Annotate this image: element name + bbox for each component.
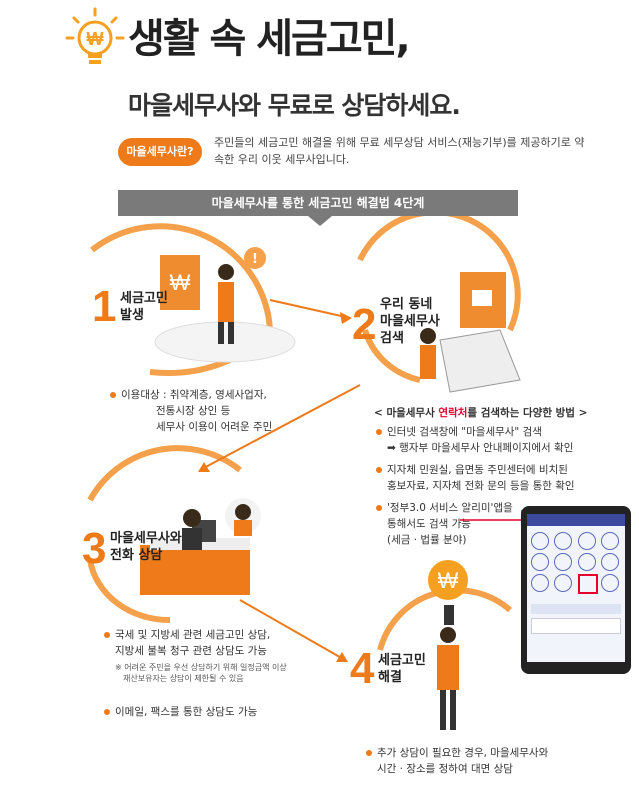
- step-3-extra-text: 이메일, 팩스를 통한 상담도 가능: [115, 706, 258, 718]
- step-3-note-line-1: ※ 어려운 주민을 우선 상담하기 위해 일정금액 이상: [115, 663, 287, 672]
- step-4-line-2: 시간 · 장소를 정하여 대면 상담: [377, 763, 513, 775]
- step-1-label: 세금고민 발생: [120, 291, 168, 323]
- app-tile-icon: [600, 553, 619, 571]
- search-method-3-line-2: 통해서도 검색 가능: [387, 518, 471, 530]
- search-method-3-line-3: (세금 · 법률 분야): [387, 534, 467, 546]
- svg-text:!: !: [252, 252, 258, 267]
- step-3-note-line-2: 재산보유자는 상담이 제한될 수 있음: [123, 674, 244, 683]
- intro-text: 주민들의 세금고민 해결을 위해 무료 세무상담 서비스(재능기부)를 제공하기…: [214, 136, 585, 166]
- page-title: 생활 속 세금고민,: [128, 16, 411, 62]
- bullet-dot: [376, 505, 382, 511]
- step-1-bullet: 이용대상 : 취약계층, 영세사업자, 전통시장 상인 등 세무사 이용이 어려…: [110, 387, 310, 435]
- bullet-dot: [110, 392, 116, 398]
- lightbulb-icon: ₩: [65, 7, 125, 64]
- search-heading-em: 연락처: [438, 407, 468, 419]
- step-2-label: 우리 동네 마을세무사 검색: [380, 297, 440, 346]
- search-method-2: 지자체 민원실, 읍면동 주민센터에 비치된 홍보자료, 지자체 전화 문의 등…: [376, 462, 631, 494]
- app-tile-icon: [531, 574, 549, 592]
- search-method-3: '정부3.0 서비스 알리미'앱을 통해서도 검색 가능 (세금 · 법률 분야…: [376, 500, 526, 548]
- svg-text:₩: ₩: [170, 270, 191, 295]
- svg-text:₩: ₩: [87, 29, 104, 49]
- app-tile-icon: [577, 553, 596, 571]
- search-heading-post: 를 검색하는 다양한 방법 >: [467, 407, 588, 419]
- step-1-bullet-line-1: 취약계층, 영세사업자,: [169, 389, 267, 401]
- svg-text:₩: ₩: [438, 568, 459, 593]
- page-subtitle: 마을세무사와 무료로 상담하세요.: [128, 91, 461, 120]
- phone-pointer-line: [460, 510, 523, 521]
- phone-screen: [527, 514, 625, 662]
- bullet-dot: [104, 632, 110, 638]
- steps-banner: 마을세무사를 통한 세금고민 해결법 4단계: [118, 190, 518, 216]
- search-methods-heading: < 마을세무사 연락처를 검색하는 다양한 방법 >: [374, 405, 634, 421]
- step-1-bullet-line-3: 세무사 이용이 어려운 주민: [156, 421, 273, 433]
- search-method-2-line-1: 지자체 민원실, 읍면동 주민센터에 비치된: [387, 464, 568, 476]
- search-heading-pre: < 마을세무사: [374, 407, 439, 419]
- app-tile-icon: [554, 532, 573, 550]
- app-tile-icon: [600, 532, 619, 550]
- search-method-1-line-1: 인터넷 검색창에 "마을세무사" 검색: [387, 426, 542, 438]
- bullet-dot: [376, 467, 382, 473]
- step-3-main-line-2: 지방세 불복 청구 관련 상담도 가능: [115, 645, 267, 657]
- bullet-dot: [376, 429, 382, 435]
- step-3-label: 마을세무사와 전화 상담: [110, 531, 182, 563]
- step-4-number: 4: [350, 644, 375, 693]
- step-1-number: 1: [92, 282, 117, 331]
- bullet-dot: [104, 709, 110, 715]
- step-1-bullet-prefix: 이용대상 :: [121, 389, 170, 401]
- app-tile-icon: [554, 553, 573, 571]
- step-3-number: 3: [82, 524, 107, 573]
- search-method-1: 인터넷 검색창에 "마을세무사" 검색 ➡ 행자부 마을세무사 안내페이지에서 …: [376, 424, 631, 456]
- step-3-bullet-main: 국세 및 지방세 관련 세금고민 상담, 지방세 불복 청구 관련 상담도 가능: [104, 627, 344, 659]
- phone-mockup: [521, 506, 631, 674]
- bullet-dot: [366, 750, 372, 756]
- step-1-bullet-line-2: 전통시장 상인 등: [156, 405, 231, 417]
- step-4-line-1: 추가 상담이 필요한 경우, 마을세무사와: [377, 747, 549, 759]
- step-3-bullet-extra: 이메일, 팩스를 통한 상담도 가능: [104, 704, 344, 720]
- step-3-main-line-1: 국세 및 지방세 관련 세금고민 상담,: [115, 629, 271, 641]
- search-method-2-line-2: 홍보자료, 지자체 전화 문의 등을 통한 확인: [387, 480, 575, 492]
- phone-app-grid: [527, 526, 625, 600]
- banner-arrow: [308, 216, 332, 226]
- app-tile-highlighted-icon: [577, 574, 598, 594]
- app-tile-icon: [577, 532, 596, 550]
- search-method-1-line-2: ➡ 행자부 마을세무사 안내페이지에서 확인: [387, 442, 574, 454]
- step-4-label: 세금고민 해결: [378, 653, 426, 685]
- app-tile-icon: [531, 553, 549, 571]
- search-method-3-line-1: '정부3.0 서비스 알리미'앱을: [387, 502, 513, 514]
- app-tile-icon: [554, 574, 573, 592]
- phone-app-header: [527, 514, 625, 526]
- step-4-bullet: 추가 상담이 필요한 경우, 마을세무사와 시간 · 장소를 정하여 대면 상담: [366, 745, 626, 777]
- phone-app-bar: [531, 604, 621, 614]
- app-tile-icon: [531, 532, 549, 550]
- intro-pill: 마을세무사란?: [118, 138, 202, 166]
- step-2-number: 2: [352, 300, 377, 349]
- phone-app-banner: [531, 618, 621, 634]
- app-tile-icon: [600, 574, 619, 592]
- step-3-note: ※ 어려운 주민을 우선 상담하기 위해 일정금액 이상 재산보유자는 상담이 …: [115, 662, 355, 684]
